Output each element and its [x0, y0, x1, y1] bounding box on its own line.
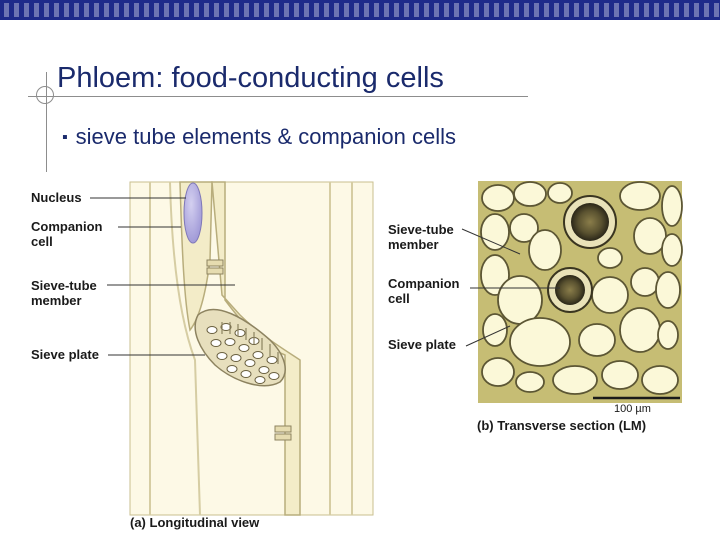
title-guide-vertical: [46, 72, 47, 172]
label-companion-line2: cell: [31, 234, 53, 249]
slide-title: Phloem: food-conducting cells: [57, 62, 444, 94]
cell-wall: [169, 181, 201, 516]
top-banner: [0, 0, 720, 20]
caption-longitudinal: (a) Longitudinal view: [130, 515, 260, 530]
label-b-companion-line1: Companion: [388, 276, 460, 291]
square-bullet-icon: ▪: [62, 129, 68, 146]
scale-bar-label: 100 µm: [614, 403, 651, 415]
plasmodesma: [274, 425, 292, 433]
longitudinal-view: Nucleus Companion cell Sieve-tube member…: [31, 181, 374, 530]
label-companion-line1: Companion: [31, 219, 103, 234]
transverse-section: 100 µm Sieve-tube member Companion cell …: [388, 181, 683, 433]
bullet-text: sieve tube elements & companion cells: [75, 124, 456, 149]
leader-sieve-plate-b: [465, 325, 511, 347]
plasmodesma: [206, 267, 224, 275]
crosshair-icon: [36, 86, 54, 104]
bullet-point: ▪ sieve tube elements & companion cells: [62, 124, 456, 150]
label-b-sieve-plate: Sieve plate: [388, 337, 456, 352]
label-sieve-tube-line1: Sieve-tube: [31, 278, 97, 293]
label-b-companion-line2: cell: [388, 291, 410, 306]
caption-transverse: (b) Transverse section (LM): [477, 418, 646, 433]
sieve-plate-pores: [206, 323, 280, 384]
longitudinal-leaders: [90, 197, 235, 356]
label-b-sieve-tube-line1: Sieve-tube: [388, 222, 454, 237]
plasmodesma: [206, 259, 224, 267]
sieve-plate-ticks: [221, 322, 279, 364]
banner-pattern: [4, 3, 719, 17]
plasmodesma: [274, 433, 292, 441]
sieve-plate-pores-disc: [571, 203, 609, 241]
label-sieve-tube-line2: member: [31, 293, 82, 308]
transverse-leaders: [461, 228, 560, 347]
label-sieve-plate: Sieve plate: [31, 347, 99, 362]
companion-cell-content: [555, 275, 585, 305]
leader-sieve-tube-b: [461, 228, 521, 255]
title-guide-horizontal: [28, 96, 528, 97]
parenchyma-cells: [480, 181, 683, 395]
label-nucleus: Nucleus: [31, 190, 82, 205]
nucleus-shape: [183, 182, 203, 244]
label-b-sieve-tube-line2: member: [388, 237, 439, 252]
